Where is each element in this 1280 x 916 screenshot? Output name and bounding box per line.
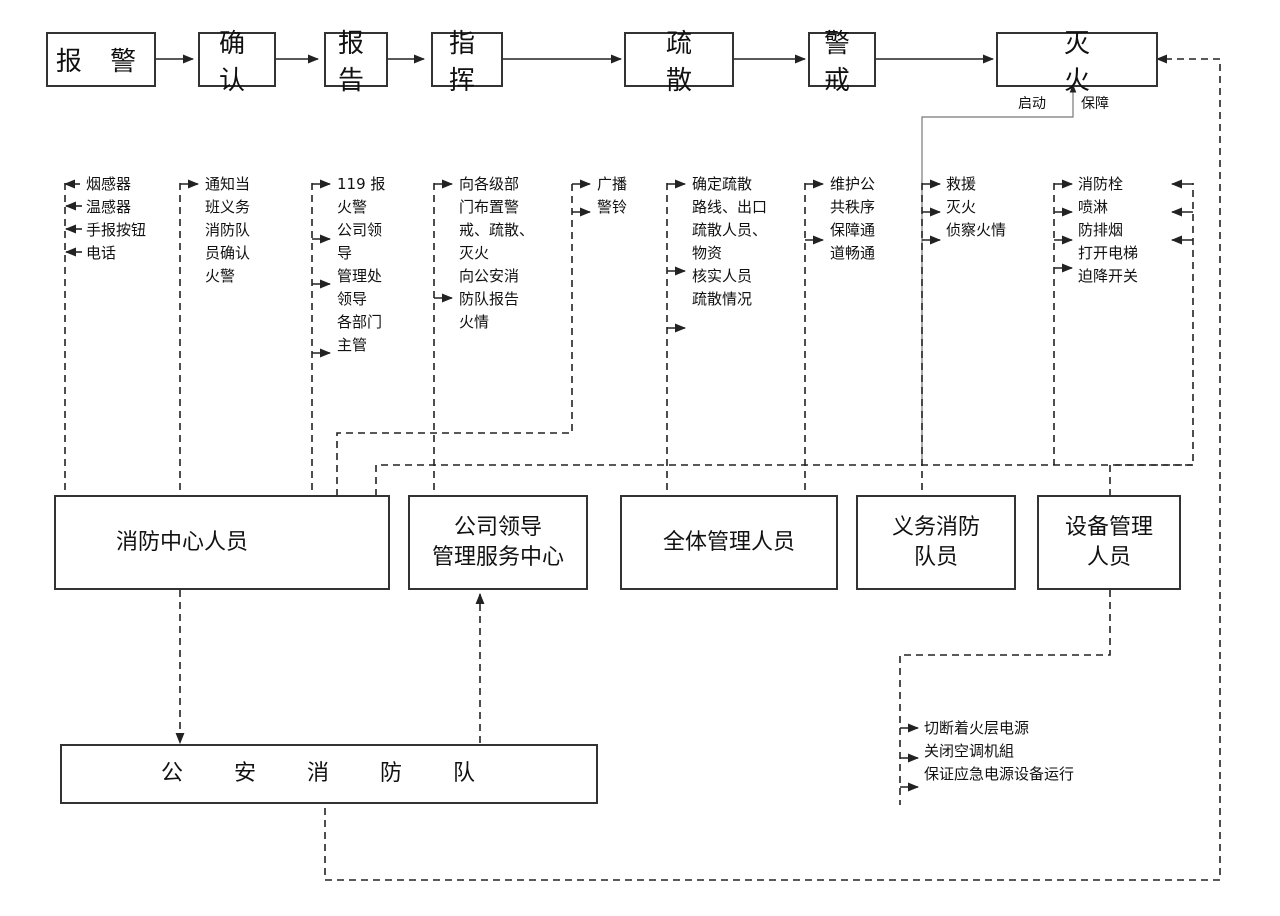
role-police-fire-brigade: 公 安 消 防 队: [60, 744, 598, 804]
role-label: 队员: [913, 544, 958, 570]
text-line: 消防队: [205, 221, 251, 239]
role-company-leader: 公司领导 管理服务中心: [408, 495, 588, 590]
text-line: 火警: [337, 198, 368, 216]
text-line: 门布置警: [459, 198, 520, 216]
role-volunteer: 义务消防 队员: [856, 495, 1016, 590]
equipment-tasks: 消防栓 喷淋 防排烟 打开电梯 迫降开关: [1078, 173, 1138, 288]
text-line: 物资: [692, 244, 723, 262]
label-start: 启动: [1018, 96, 1046, 112]
label-guarantee: 保障: [1081, 96, 1109, 112]
list-item: 温感器: [86, 198, 132, 216]
step-guard: 警 戒: [808, 29, 876, 96]
list-item: 切断着火层电源: [924, 719, 1030, 737]
list-item: 打开电梯: [1078, 244, 1139, 262]
text-line: 维护公: [830, 175, 876, 193]
text-line: 领导: [337, 290, 368, 308]
text-line: 道畅通: [830, 244, 876, 262]
step-evacuate: 疏 散: [624, 29, 734, 96]
text-line: 向公安消: [459, 267, 520, 285]
text-line: 灭火: [459, 244, 490, 262]
list-item: 灭火: [946, 198, 977, 216]
list-item: 手报按钮: [86, 221, 147, 239]
text-line: 火情: [459, 313, 490, 331]
text-line: 警铃: [597, 198, 628, 216]
step-report: 报 告: [324, 29, 388, 96]
text-line: 各部门: [337, 313, 383, 331]
role-label: 义务消防: [891, 514, 980, 540]
role-label: 公司领导: [453, 514, 542, 540]
alarm-sources: 烟感器 温感器 手报按钮 电话: [86, 173, 146, 265]
list-item: 保证应急电源设备运行: [924, 765, 1075, 783]
step-firefight: 灭 火: [996, 29, 1158, 96]
list-item: 迫降开关: [1078, 267, 1139, 285]
step-command: 指 挥: [431, 29, 503, 96]
command-text: 向各级部 门布置警 戒、疏散、 灭火 向公安消 防队报告 火情: [459, 173, 534, 334]
role-label: 设备管理: [1064, 514, 1153, 540]
list-item: 电话: [86, 244, 117, 262]
power-tasks: 切断着火层电源 关闭空调机組 保证应急电源设备运行: [924, 717, 1074, 786]
text-line: 路线、出口: [692, 198, 768, 216]
text-line: 火警: [205, 267, 236, 285]
text-line: 核实人员: [692, 267, 753, 285]
list-item: 消防栓: [1078, 175, 1124, 193]
text-line: 管理处: [337, 267, 383, 285]
text-line: 向各级部: [459, 175, 520, 193]
text-line: 共秩序: [830, 198, 876, 216]
role-label: 管理服务中心: [431, 544, 564, 570]
volunteer-tasks: 救援 灭火 侦察火情: [946, 173, 1006, 242]
list-item: 关闭空调机組: [924, 742, 1015, 760]
role-label: 人员: [1086, 544, 1131, 570]
confirm-text: 通知当 班义务 消防队 员确认 火警: [205, 173, 250, 288]
text-line: 戒、疏散、: [459, 221, 535, 239]
text-line: 班义务: [205, 198, 251, 216]
text-line: 员确认: [205, 244, 251, 262]
report-text: 119 报 火警 公司领 导 管理处 领导 各部门 主管: [337, 173, 385, 357]
text-line: 通知当: [205, 175, 251, 193]
text-line: 保障通: [830, 221, 876, 239]
list-item: 烟感器: [86, 175, 132, 193]
text-line: 疏散人员、: [692, 221, 768, 239]
role-label: 公 安 消 防 队: [161, 761, 497, 786]
step-alarm: 报 警: [46, 32, 156, 87]
list-item: 救援: [946, 175, 977, 193]
text-line: 疏散情况: [692, 290, 753, 308]
role-equipment: 设备管理 人员: [1037, 495, 1181, 590]
evacuate-text: 确定疏散 路线、出口 疏散人员、 物资 核实人员 疏散情况: [692, 173, 767, 311]
text-line: 主管: [337, 336, 368, 354]
text-line: 导: [337, 244, 353, 262]
step-confirm: 确 认: [198, 29, 276, 96]
guard-text: 维护公 共秩序 保障通 道畅通: [830, 173, 875, 265]
broadcast-text: 广播 警铃: [597, 173, 627, 219]
text-line: 公司领: [337, 221, 383, 239]
list-item: 防排烟: [1078, 221, 1124, 239]
list-item: 侦察火情: [946, 221, 1007, 239]
role-fire-center: 消防中心人员: [54, 495, 390, 590]
role-label: 消防中心人员: [116, 529, 249, 555]
text-line: 确定疏散: [692, 175, 753, 193]
text-line: 119 报: [337, 175, 386, 193]
role-all-managers: 全体管理人员: [620, 495, 838, 590]
role-label: 全体管理人员: [662, 529, 795, 555]
text-line: 广播: [597, 175, 628, 193]
list-item: 喷淋: [1078, 198, 1109, 216]
text-line: 防队报告: [459, 290, 520, 308]
